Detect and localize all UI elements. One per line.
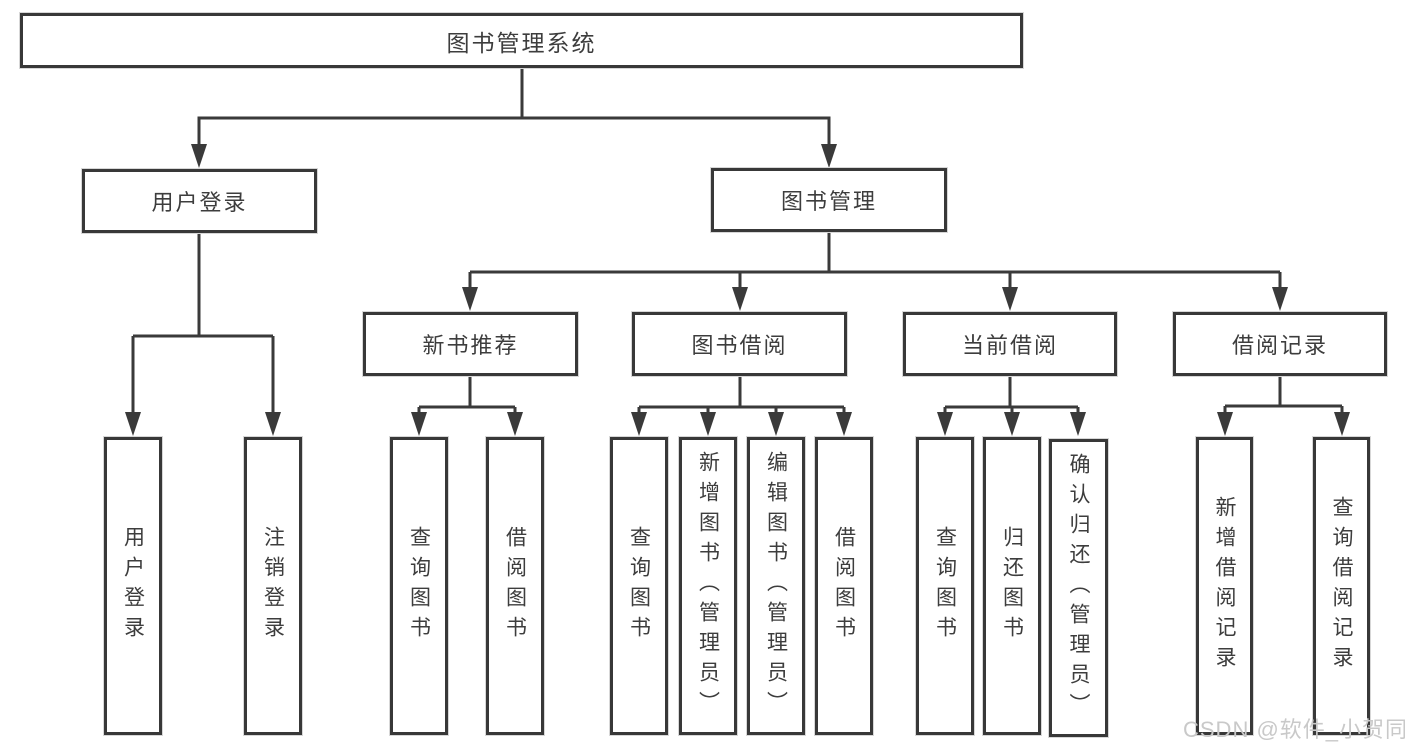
leaf-query-books-1: 查询图书 bbox=[390, 437, 448, 735]
leaf-borrow-books-2: 借阅图书 bbox=[815, 437, 873, 735]
leaf-confirm-return-admin-label: 确认归还（管理员） bbox=[1067, 453, 1090, 723]
leaf-confirm-return-admin: 确认归还（管理员） bbox=[1049, 439, 1108, 737]
leaf-query-borrow-record-label: 查询借阅记录 bbox=[1330, 496, 1353, 676]
leaf-edit-book-admin: 编辑图书（管理员） bbox=[747, 437, 805, 735]
leaf-query-borrow-record: 查询借阅记录 bbox=[1313, 437, 1370, 735]
leaf-borrow-books-1: 借阅图书 bbox=[486, 437, 544, 735]
leaf-query-books-3: 查询图书 bbox=[916, 437, 974, 735]
node-current-borrowing: 当前借阅 bbox=[903, 312, 1117, 376]
node-library-management-system: 图书管理系统 bbox=[20, 13, 1023, 68]
leaf-user-login-label: 用户登录 bbox=[121, 526, 145, 646]
leaf-edit-book-admin-label: 编辑图书（管理员） bbox=[764, 451, 788, 721]
node-new-book-recommendation: 新书推荐 bbox=[363, 312, 578, 376]
leaf-user-login: 用户登录 bbox=[104, 437, 162, 735]
node-user-login: 用户登录 bbox=[82, 169, 317, 233]
node-borrowing-records: 借阅记录 bbox=[1173, 312, 1387, 376]
leaf-logout: 注销登录 bbox=[244, 437, 302, 735]
leaf-logout-label: 注销登录 bbox=[261, 526, 285, 646]
leaf-return-books-label: 归还图书 bbox=[1000, 526, 1024, 646]
leaf-borrow-books-1-label: 借阅图书 bbox=[503, 526, 527, 646]
leaf-borrow-books-2-label: 借阅图书 bbox=[832, 526, 856, 646]
leaf-add-borrow-record: 新增借阅记录 bbox=[1196, 437, 1253, 735]
leaf-add-book-admin-label: 新增图书（管理员） bbox=[696, 451, 720, 721]
leaf-query-books-2-label: 查询图书 bbox=[627, 526, 651, 646]
leaf-add-borrow-record-label: 新增借阅记录 bbox=[1213, 496, 1236, 676]
leaf-query-books-2: 查询图书 bbox=[610, 437, 668, 735]
leaf-query-books-3-label: 查询图书 bbox=[933, 526, 957, 646]
watermark: CSDN @软件_小贺同学 bbox=[1183, 717, 1405, 742]
leaf-query-books-1-label: 查询图书 bbox=[407, 526, 431, 646]
leaf-add-book-admin: 新增图书（管理员） bbox=[679, 437, 737, 735]
node-book-management: 图书管理 bbox=[711, 168, 947, 232]
leaf-return-books: 归还图书 bbox=[983, 437, 1041, 735]
node-book-borrowing: 图书借阅 bbox=[632, 312, 847, 376]
